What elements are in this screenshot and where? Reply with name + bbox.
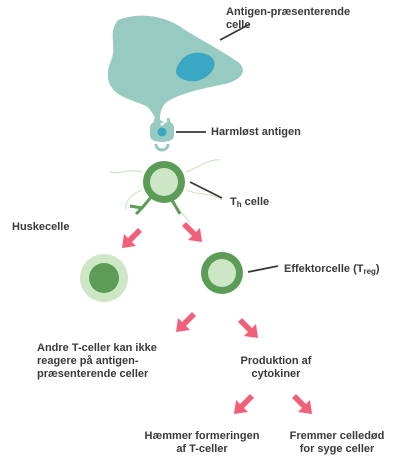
other-tcells-label: Andre T-celler kan ikke reagere på antig… [37,342,157,381]
apc-nucleus [176,52,215,82]
memory-cell-core [89,263,119,293]
arrow-to-cytokines [238,318,258,338]
apc-leader-line [219,23,251,41]
apc-label-line2: celle [226,19,251,31]
other-tcells-line1: Andre T-celler kan ikke [37,342,157,354]
th-leader-line [189,181,223,199]
th-sub: h [236,200,242,209]
th-rest: celle [241,196,270,208]
inhibit-label: Hæmmer formeringen af T-celler [136,430,268,456]
cytokine-label: Produktion af cytokiner [232,355,320,381]
antigen-label: Harmløst antigen [211,126,301,138]
th-cell-label: Th celle [230,196,269,211]
other-tcells-line2: reagere på antigen- [37,355,139,367]
memory-cell-label: Huskecelle [12,221,70,233]
apc-label-line1: Antigen-præsenterende [226,6,351,18]
celldeath-line1: Fremmer celledød [289,430,385,442]
effector-cell-label: Effektorcelle (Treg) [284,263,380,278]
other-tcells-line3: præsenterende celler [37,368,149,380]
effector-end: ) [375,263,380,275]
effector-leader-line [247,265,279,273]
arrow-to-inhibit [234,394,254,414]
inhibit-line2: af T-celler [176,443,228,455]
antigen-cup [154,143,170,152]
arrow-to-celldeath [292,394,312,414]
celldeath-label: Fremmer celledød for syge celler [282,430,392,456]
celldeath-line2: for syge celler [299,443,375,455]
effector-main: Effektorcelle (T [284,263,364,275]
cytokine-line2: cytokiner [251,368,301,380]
arrow-to-effector [182,222,202,242]
arrow-to-memory [122,228,142,248]
arrow-to-other-tcells [176,312,196,332]
th-cell-inner [150,168,178,196]
cytokine-line1: Produktion af [240,355,312,367]
effector-sub: reg [363,267,376,276]
antigen-dot [157,127,167,137]
apc-label: Antigen-præsenterende celle [226,6,350,32]
effector-cell-inner [208,259,236,287]
antigen-presenting-cell [107,15,243,125]
th-cell-legs [129,195,182,216]
th-main: T [230,196,237,208]
inhibit-line1: Hæmmer formeringen [144,430,260,442]
